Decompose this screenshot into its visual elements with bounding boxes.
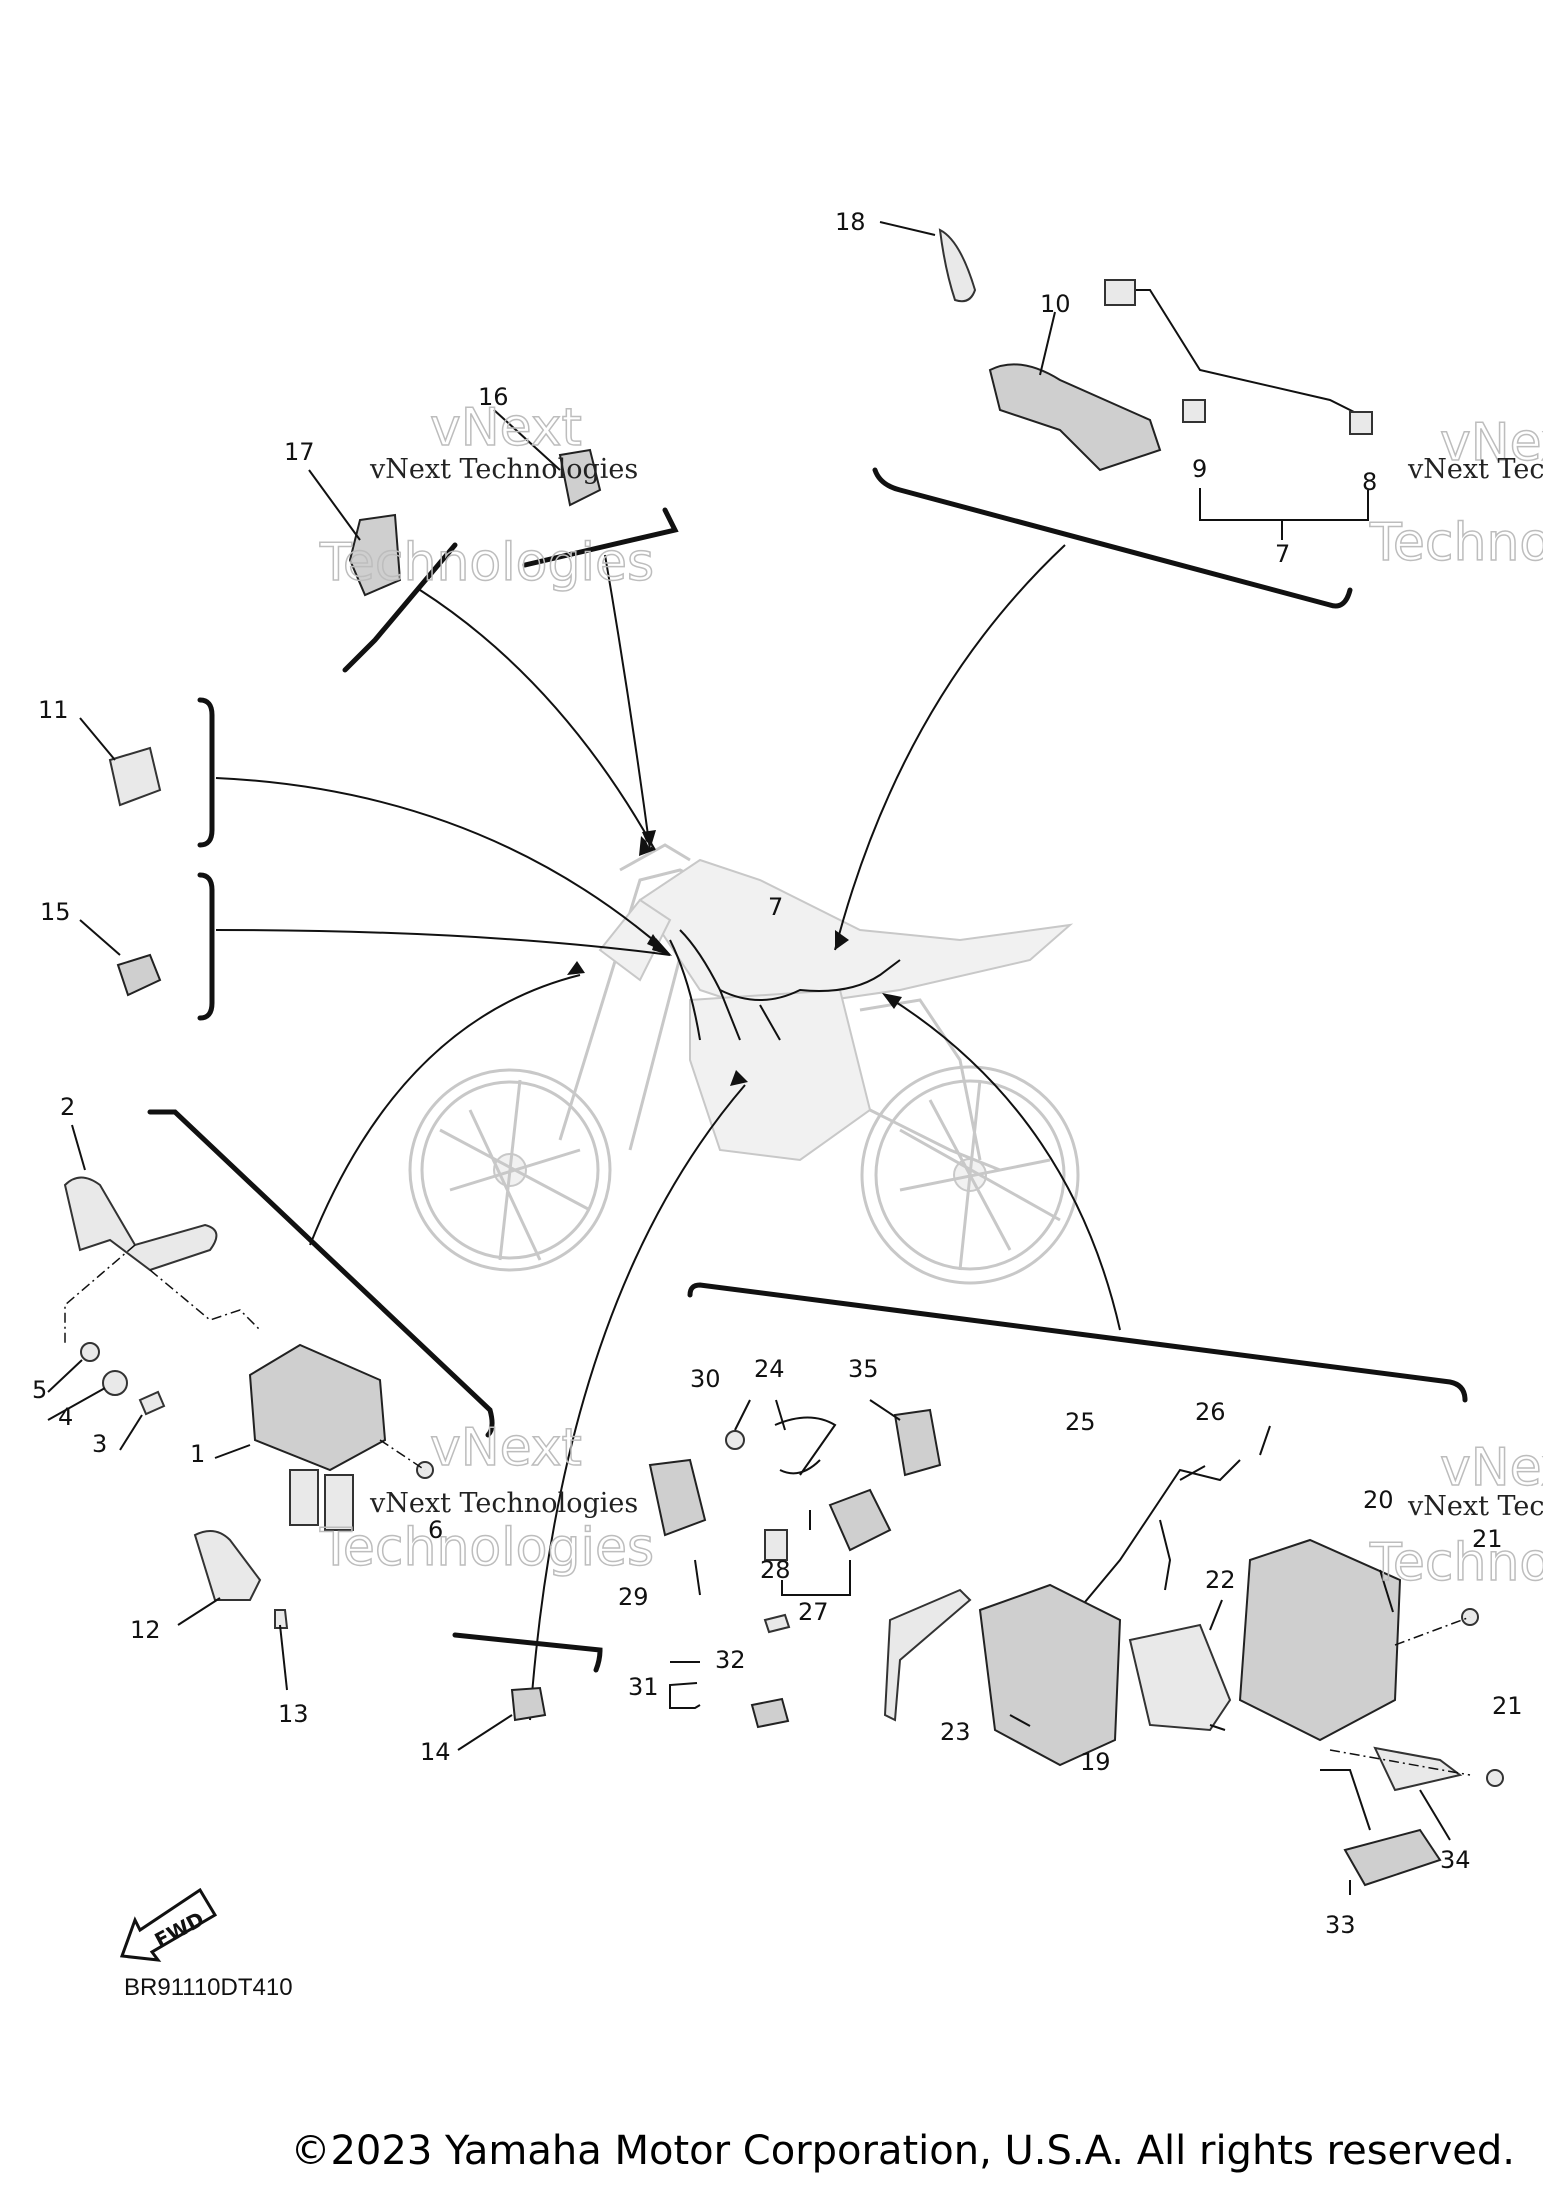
part-34-bracket — [1373, 1746, 1463, 1792]
callout-33: 33 — [1325, 1911, 1356, 1939]
svg-text:vNext Technologies: vNext Technologies — [1407, 1491, 1543, 1522]
part-2-bracket — [63, 1176, 218, 1272]
callout-19: 19 — [1080, 1748, 1111, 1776]
callout-17: 17 — [284, 438, 315, 466]
part-22-pad — [1128, 1623, 1232, 1732]
callout-15: 15 — [40, 898, 71, 926]
svg-text:vNext Technologies: vNext Technologies — [1407, 454, 1543, 485]
callout-26: 26 — [1195, 1398, 1226, 1426]
part-7-lead — [1120, 289, 1371, 421]
part-15-switch — [116, 953, 162, 997]
copyright-notice: ©2023 Yamaha Motor Corporation, U.S.A. A… — [290, 2128, 1515, 2174]
callout-22: 22 — [1205, 1566, 1236, 1594]
part-33-unit — [1343, 1828, 1442, 1887]
callout-23: 23 — [940, 1718, 971, 1746]
callout-27: 27 — [798, 1598, 829, 1626]
svg-text:vNext Technologies: vNext Technologies — [369, 1488, 638, 1519]
callout-8: 8 — [1362, 468, 1377, 496]
motorcycle-illustration — [408, 843, 1080, 1285]
part-code: BR91110DT410 — [124, 1974, 293, 2001]
svg-text:Technologies: Technologies — [1369, 513, 1543, 573]
callout-30: 30 — [690, 1365, 721, 1393]
part-10-sensor — [988, 363, 1162, 472]
svg-text:vNext: vNext — [430, 398, 582, 458]
callout-9: 9 — [1192, 455, 1207, 483]
assembly-lines — [64, 1244, 1471, 1776]
part-20-bracket — [1238, 1538, 1402, 1742]
callout-28: 28 — [760, 1556, 791, 1584]
part-11-coupler — [108, 746, 162, 807]
svg-text:vNext: vNext — [430, 1418, 582, 1478]
part-18-band — [938, 228, 977, 303]
svg-text:vNext: vNext — [1440, 413, 1543, 473]
part-19-case — [978, 1583, 1122, 1767]
callout-25: 25 — [1065, 1408, 1096, 1436]
callout-20: 20 — [1363, 1486, 1394, 1514]
callout-3: 3 — [92, 1430, 107, 1458]
part-16-clamp — [558, 448, 602, 507]
part-25-lead — [1069, 1459, 1241, 1621]
svg-text:vNext Technologies: vNext Technologies — [369, 454, 638, 485]
part-1-rectifier — [248, 1343, 387, 1472]
svg-text:Technologies: Technologies — [1369, 1533, 1543, 1593]
callout-29: 29 — [618, 1583, 649, 1611]
callout-31: 31 — [628, 1673, 659, 1701]
callout-11: 11 — [38, 696, 69, 724]
callout-numbers: 1 2 3 4 5 6 7 7 8 9 10 11 12 13 14 15 16… — [32, 208, 1523, 1939]
callout-34: 34 — [1440, 1846, 1471, 1874]
part-17-holder — [348, 513, 402, 597]
callout-2: 2 — [60, 1093, 75, 1121]
svg-text:vNext: vNext — [1440, 1438, 1543, 1498]
part-14-sensor — [510, 1686, 547, 1722]
callout-13: 13 — [278, 1700, 309, 1728]
callout-1: 1 — [190, 1440, 205, 1468]
callout-4: 4 — [58, 1403, 73, 1431]
leader-arrows — [215, 544, 1121, 1721]
callout-14: 14 — [420, 1738, 451, 1766]
group-brackets — [147, 467, 1468, 1673]
callout-6: 6 — [428, 1516, 443, 1544]
callout-21a: 21 — [1472, 1525, 1503, 1553]
callout-32: 32 — [715, 1646, 746, 1674]
callout-10: 10 — [1040, 290, 1071, 318]
callout-21b: 21 — [1492, 1692, 1523, 1720]
callout-5: 5 — [32, 1376, 47, 1404]
svg-text:Technologies: Technologies — [319, 1518, 654, 1578]
part-12-bracket — [193, 1530, 262, 1601]
callout-16: 16 — [478, 383, 509, 411]
part-23-cover — [883, 1588, 972, 1722]
callout-leaders — [47, 221, 1451, 1895]
part-29-relay — [648, 1458, 707, 1537]
callout-35: 35 — [848, 1355, 879, 1383]
callout-12: 12 — [130, 1616, 161, 1644]
callout-7a: 7 — [1275, 540, 1290, 568]
parts — [63, 228, 1504, 1887]
callout-7b: 7 — [768, 893, 783, 921]
svg-text:Technologies: Technologies — [319, 533, 654, 593]
callout-18: 18 — [835, 208, 866, 236]
fwd-arrow-icon: FWD — [119, 1887, 218, 1962]
watermarks: vNext Technologies vNext Technologies vN… — [318, 397, 1543, 1594]
callout-24: 24 — [754, 1355, 785, 1383]
